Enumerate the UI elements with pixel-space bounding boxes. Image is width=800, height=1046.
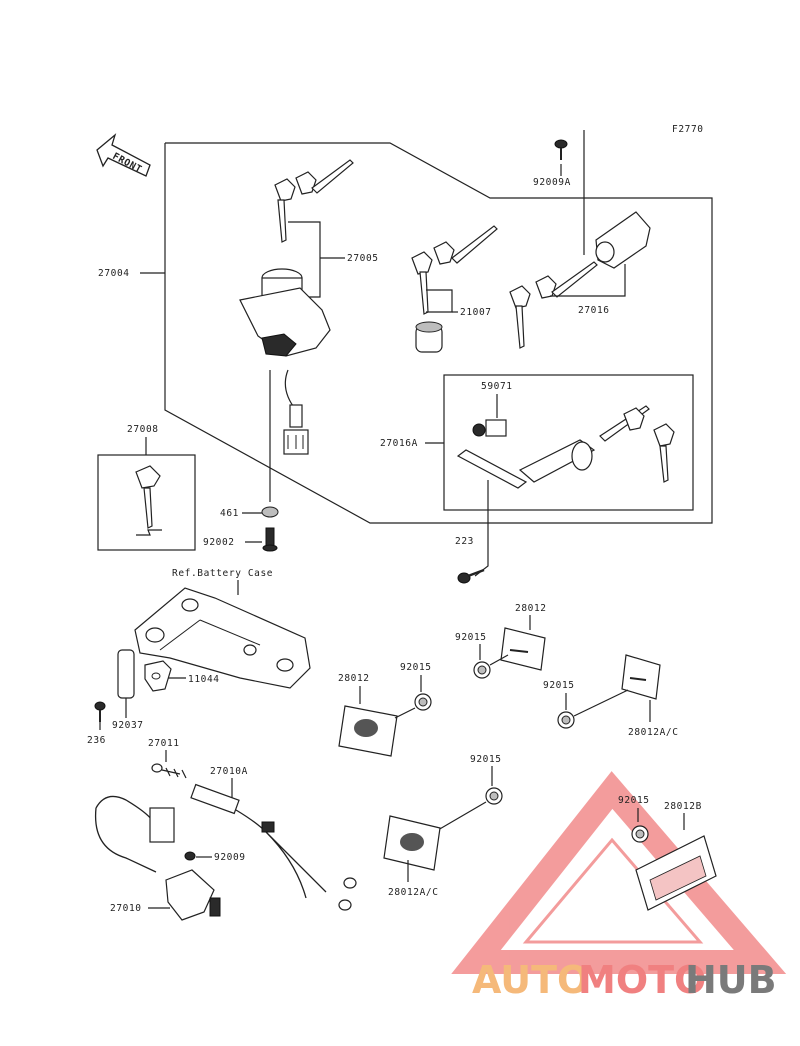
label-27011: 27011: [148, 738, 180, 749]
ignition-switch: [239, 268, 331, 455]
label-92015-wm: 92015: [618, 795, 650, 806]
battery-case-bracket: [134, 587, 311, 689]
screw-92009: [184, 851, 196, 861]
ref-battery-case: Ref.Battery Case: [172, 568, 273, 579]
watermark-logo: [451, 771, 787, 974]
watermark-hub: HUB: [685, 958, 777, 1002]
label-92015-low: 92015: [470, 754, 502, 765]
key-box-27008: [97, 454, 196, 551]
label-92002: 92002: [203, 537, 235, 548]
plate-92037: [117, 649, 135, 699]
bracket-11044: [144, 660, 172, 692]
blank-key-27008: [135, 465, 162, 536]
label-92015-top: 92015: [455, 632, 487, 643]
assembly-outline: [164, 142, 713, 524]
reflector-28012ac-right: [621, 654, 661, 700]
label-28012-left: 28012: [338, 673, 370, 684]
label-92015-right: 92015: [543, 680, 575, 691]
label-92037: 92037: [112, 720, 144, 731]
bolt-92002: [262, 527, 278, 552]
reflector-28012ac-low: [383, 815, 441, 871]
label-11044: 11044: [188, 674, 220, 685]
label-223: 223: [455, 536, 474, 547]
label-27005: 27005: [347, 253, 379, 264]
label-27008: 27008: [127, 424, 159, 435]
figure-code: F2770: [672, 124, 704, 135]
bulb-27011: [151, 763, 187, 779]
watermark-auto: AUTO: [472, 958, 589, 1002]
clip-59071: [472, 419, 507, 437]
key-pair-27005: [274, 159, 354, 243]
key-pair-21007: [411, 225, 498, 353]
label-27016a: 27016A: [380, 438, 418, 449]
reflector-28012-top: [500, 627, 546, 671]
reflector-28012b: [635, 835, 717, 911]
nut-92015-right: [557, 711, 575, 729]
label-27004: 27004: [98, 268, 130, 279]
screw-92009a: [554, 139, 568, 160]
label-27010: 27010: [110, 903, 142, 914]
nut-92015-low: [485, 787, 503, 805]
label-27016: 27016: [578, 305, 610, 316]
label-28012-top: 28012: [515, 603, 547, 614]
label-59071: 59071: [481, 381, 513, 392]
label-236: 236: [87, 735, 106, 746]
watermark-moto: MOTO: [578, 958, 706, 1002]
lock-assembly-27016a: [456, 405, 675, 489]
label-92009a: 92009A: [533, 177, 571, 188]
label-28012ac-low: 28012A/C: [388, 887, 439, 898]
screw-236: [94, 701, 106, 722]
washer-461: [261, 506, 279, 518]
label-92009: 92009: [214, 852, 246, 863]
watermark-text: AUTO MOTO HUB: [472, 958, 777, 1002]
label-21007: 21007: [460, 307, 492, 318]
switch-27010: [94, 795, 221, 921]
subassembly-box-27016a: [443, 374, 694, 511]
label-28012ac-right: 28012A/C: [628, 727, 679, 738]
seat-lock-27016: [509, 211, 651, 349]
nut-92015-mid: [414, 693, 432, 711]
reflector-28012-left: [338, 705, 398, 757]
label-28012b: 28012B: [664, 801, 702, 812]
nut-92015-wm: [631, 825, 649, 843]
switch-27010a: [190, 783, 357, 911]
front-arrow-icon: FRONT: [96, 133, 151, 177]
label-92015-mid: 92015: [400, 662, 432, 673]
label-27010a: 27010A: [210, 766, 248, 777]
nut-92015-top: [473, 661, 491, 679]
label-461: 461: [220, 508, 239, 519]
bolt-223: [457, 568, 485, 584]
